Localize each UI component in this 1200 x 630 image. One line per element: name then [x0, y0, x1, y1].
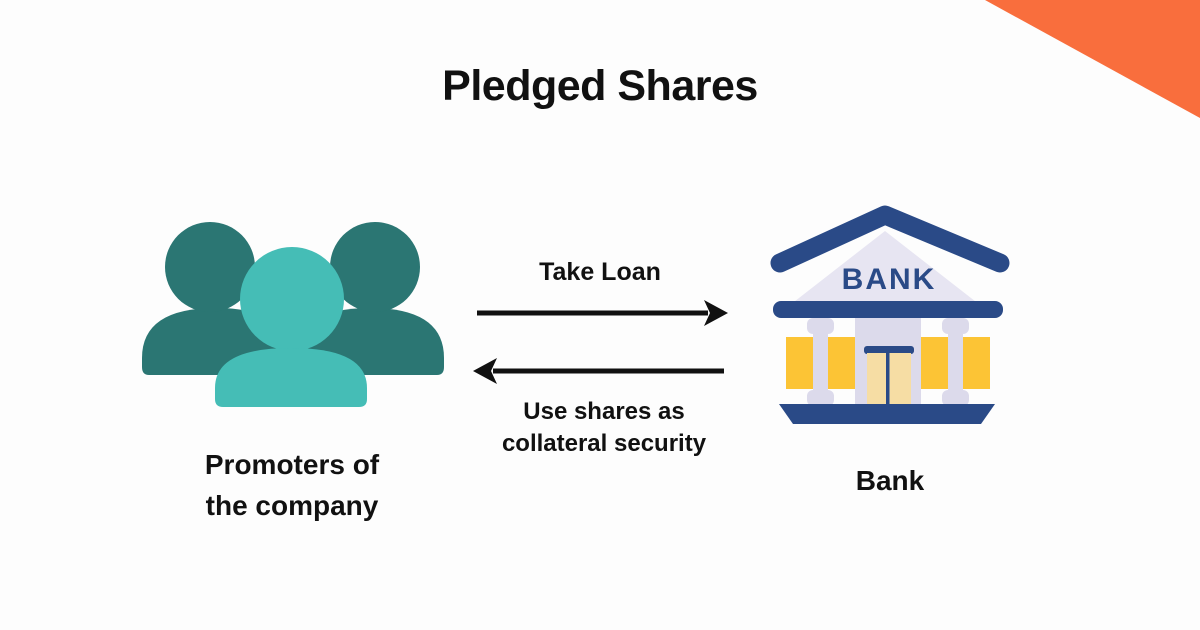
flow-label-use-shares: Use shares as collateral security: [404, 396, 804, 460]
bank-building-icon: BANK: [770, 205, 1010, 424]
right-arrow-icon: [477, 300, 728, 326]
bank-door-divider: [886, 353, 890, 407]
bank-column-base: [807, 390, 834, 406]
bank-column: [948, 318, 963, 407]
bank-sign: BANK: [842, 263, 937, 296]
bank-label: Bank: [855, 465, 925, 496]
page-title: Pledged Shares: [442, 62, 758, 110]
bank-column-base: [942, 390, 969, 406]
left-arrow-icon: [473, 358, 724, 384]
bank-entablature: [773, 301, 1003, 318]
promoters-label-line: the company: [205, 490, 379, 521]
person-center-head: [240, 247, 344, 351]
bank-column: [813, 318, 828, 407]
person-center-body: [215, 348, 367, 407]
person-left-head: [165, 222, 255, 312]
bank-door-lintel: [864, 346, 914, 354]
person-right-head: [330, 222, 420, 312]
bank-roof: [770, 205, 1010, 273]
flow-label-take-loan: Take Loan: [539, 258, 661, 286]
bank-column-capital: [942, 318, 969, 334]
bank-base: [779, 404, 995, 424]
flow-label-line: collateral security: [501, 430, 707, 457]
bank-wall-panel: [828, 337, 855, 389]
bank-wall-panel: [921, 337, 948, 389]
bank-pediment: [790, 231, 980, 305]
promoters-label: Promoters of the company: [142, 444, 442, 526]
bank-column-capital: [807, 318, 834, 334]
bank-wall-panel: [786, 337, 813, 389]
flow-label-line: Use shares as: [523, 398, 685, 425]
promoters-label-line: Promoters of: [204, 449, 380, 480]
people-group-icon: [142, 222, 444, 407]
bank-wall-panel: [963, 337, 990, 389]
